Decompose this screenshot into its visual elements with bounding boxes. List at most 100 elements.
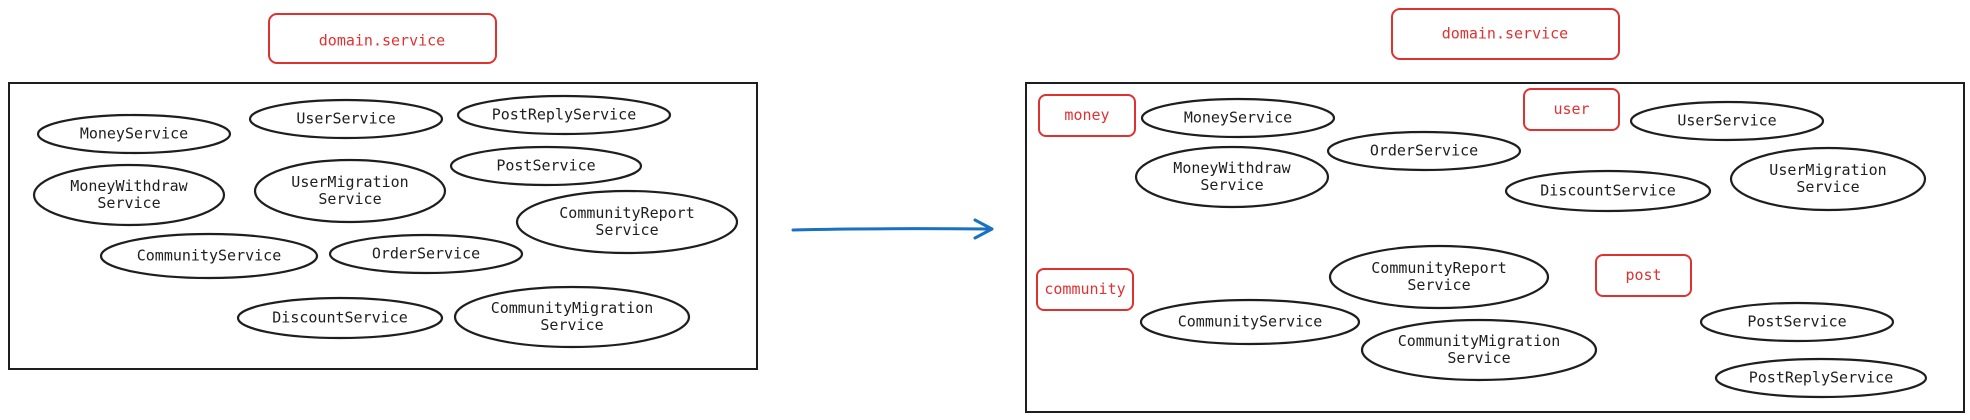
service-label: CommunityService	[1178, 313, 1323, 331]
service-label: Service	[540, 316, 603, 334]
service-ellipse	[456, 94, 672, 136]
service-label: OrderService	[1370, 142, 1478, 160]
after-services: MoneyServiceMoneyWithdrawServiceOrderSer…	[1134, 97, 1928, 399]
service-label: DiscountService	[272, 309, 407, 327]
arrow-head	[973, 218, 994, 240]
before-service-community: CommunityService	[99, 232, 319, 280]
service-label: UserService	[296, 110, 395, 128]
after-title-box	[1391, 8, 1620, 60]
after-service-money: MoneyService	[1140, 97, 1336, 139]
after-title: domain.service	[1442, 25, 1568, 43]
service-ellipse	[449, 145, 643, 187]
service-label: CommunityService	[137, 247, 282, 265]
service-label: Service	[1796, 178, 1859, 196]
after-service-post: PostService	[1699, 301, 1895, 343]
arrow-shaft	[791, 227, 992, 232]
group-tag-money: money	[1038, 94, 1136, 137]
service-label: CommunityReport	[559, 204, 694, 222]
service-label: CommunityMigration	[1398, 332, 1561, 350]
before-service-post-reply: PostReplyService	[456, 94, 672, 136]
service-ellipse	[1134, 145, 1330, 209]
service-ellipse	[1629, 100, 1825, 142]
service-label: CommunityReport	[1371, 259, 1506, 277]
after-title-tag: domain.service	[1391, 8, 1620, 60]
service-ellipse	[1139, 298, 1361, 346]
service-label: Service	[1447, 349, 1510, 367]
service-ellipse	[1729, 146, 1927, 212]
after-group-tags: money user community post	[1036, 88, 1692, 311]
group-tag-box	[1036, 268, 1134, 311]
group-tag-post: post	[1595, 254, 1692, 297]
after-service-order: OrderService	[1326, 130, 1522, 172]
after-service-user: UserService	[1629, 100, 1825, 142]
group-tag-box	[1595, 254, 1692, 297]
service-ellipse	[32, 163, 226, 227]
after-service-discount: DiscountService	[1504, 169, 1712, 213]
service-ellipse	[1699, 301, 1895, 343]
group-tag-label: user	[1553, 100, 1589, 118]
service-label: Service	[1407, 276, 1470, 294]
before-services: MoneyService UserService PostReplyServiceM…	[32, 94, 739, 349]
service-label: UserMigration	[1769, 161, 1886, 179]
service-ellipse	[328, 233, 524, 275]
group-tag-label: community	[1044, 280, 1125, 298]
service-label: MoneyWithdraw	[1173, 159, 1291, 177]
before-title-tag: domain.service	[268, 13, 497, 64]
transform-arrow	[791, 218, 994, 240]
service-ellipse	[248, 98, 444, 140]
before-title: domain.service	[319, 32, 445, 50]
group-tag-user: user	[1523, 88, 1620, 131]
before-service-discount: DiscountService	[236, 296, 444, 340]
service-label: PostService	[496, 157, 595, 175]
service-ellipse	[36, 113, 232, 155]
service-label: PostReplyService	[492, 106, 637, 124]
before-service-post: PostService	[449, 145, 643, 187]
before-service-user: UserService	[248, 98, 444, 140]
before-title-box	[268, 13, 497, 64]
service-ellipse	[236, 296, 444, 340]
service-label: Service	[595, 221, 658, 239]
after-service-community: CommunityService	[1139, 298, 1361, 346]
service-ellipse	[99, 232, 319, 280]
after-service-post-reply: PostReplyService	[1714, 357, 1928, 399]
after-container	[1025, 82, 1965, 413]
service-label: MoneyService	[1184, 109, 1292, 127]
service-label: PostReplyService	[1749, 369, 1894, 387]
service-label: DiscountService	[1540, 182, 1675, 200]
group-tag-label: post	[1625, 266, 1661, 284]
service-label: UserMigration	[291, 173, 408, 191]
group-tag-community: community	[1036, 268, 1134, 311]
group-tag-box	[1523, 88, 1620, 131]
after-panel: domain.service money user community post Mo…	[1025, 8, 1965, 413]
service-label: PostService	[1747, 313, 1846, 331]
service-ellipse	[515, 189, 739, 255]
before-service-order: OrderService	[328, 233, 524, 275]
service-ellipse	[1328, 244, 1550, 310]
service-label: CommunityMigration	[491, 299, 654, 317]
service-ellipse	[1360, 318, 1598, 382]
service-label: Service	[97, 194, 160, 212]
group-tag-label: money	[1064, 106, 1109, 124]
service-ellipse	[453, 285, 691, 349]
service-label: Service	[1200, 176, 1263, 194]
service-label: MoneyService	[80, 125, 188, 143]
service-label: Service	[318, 190, 381, 208]
group-tag-box	[1038, 94, 1136, 137]
service-ellipse	[1504, 169, 1712, 213]
service-ellipse	[1326, 130, 1522, 172]
service-ellipse	[1140, 97, 1336, 139]
service-label: UserService	[1677, 112, 1776, 130]
service-label: MoneyWithdraw	[70, 177, 188, 195]
service-ellipse	[253, 158, 447, 224]
service-ellipse	[1714, 357, 1928, 399]
